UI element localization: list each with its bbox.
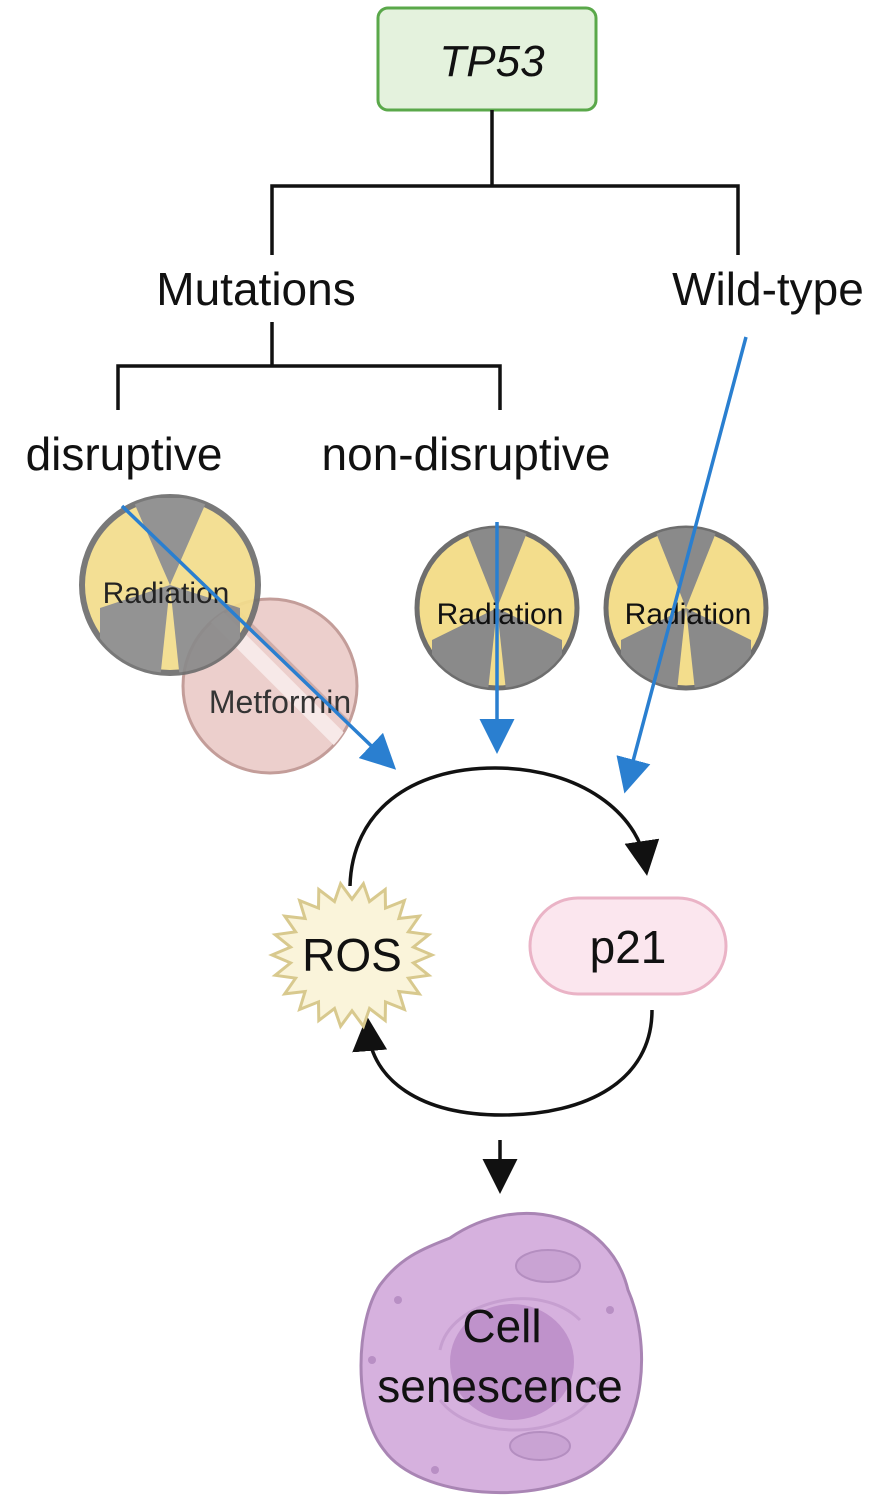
radiation-icon-disruptive: Radiation	[79, 494, 261, 676]
arrow-wild-type	[616, 336, 748, 794]
metformin-label: Metformin	[209, 684, 351, 720]
mitochondrion-icon-2	[509, 1431, 571, 1461]
ros-starburst-icon	[268, 880, 436, 1030]
arrow-p21-to-ros	[352, 1009, 654, 1117]
ros-label: ROS	[302, 929, 402, 981]
tp53-node: TP53	[376, 6, 598, 112]
arrow-ros-to-p21	[348, 766, 660, 887]
p21-node: p21	[528, 896, 728, 996]
disruptive-label: disruptive	[26, 428, 223, 480]
ros-node: ROS	[268, 880, 436, 1030]
cell-senescence-label-line1: Cell	[462, 1300, 541, 1352]
mitochondrion-icon	[515, 1249, 581, 1283]
cell-senescence-node: Cell senescence	[359, 1212, 644, 1495]
blue-arrows	[120, 336, 748, 794]
wild-type-label: Wild-type	[672, 263, 864, 315]
p21-label: p21	[590, 921, 667, 973]
feedback-cycle	[348, 766, 660, 1194]
non-disruptive-label: non-disruptive	[322, 428, 611, 480]
mutations-label: Mutations	[156, 263, 355, 315]
radiation-label-wild-type: Radiation	[625, 598, 752, 631]
radiation-label-disruptive: Radiation	[103, 577, 230, 610]
radiation-icon-wild-type: Radiation	[603, 525, 769, 691]
radiation-label-non-disruptive: Radiation	[437, 598, 564, 631]
nucleus-icon	[450, 1304, 574, 1420]
cell-senescence-label-line2: senescence	[377, 1360, 623, 1412]
tp53-label: TP53	[439, 37, 545, 86]
arrow-disruptive	[120, 504, 397, 770]
tree-connectors	[116, 110, 740, 410]
